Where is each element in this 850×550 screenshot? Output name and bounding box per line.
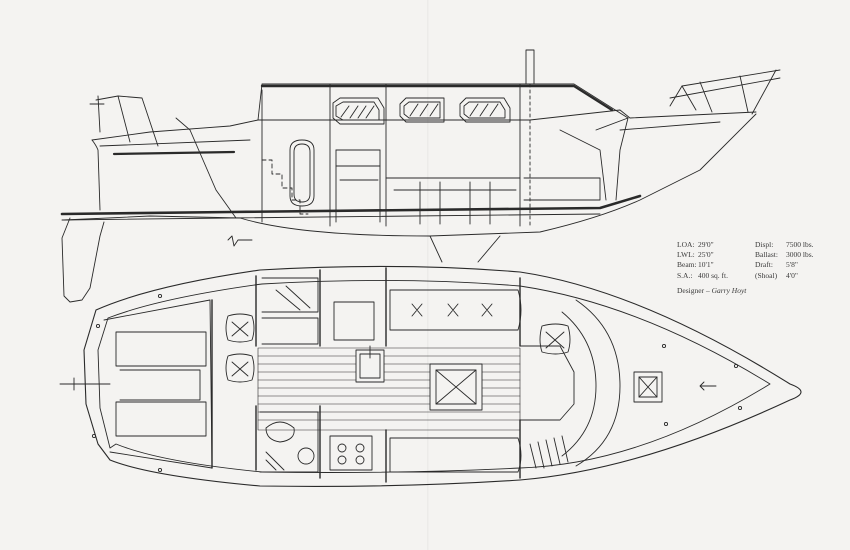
settee-berths	[389, 289, 522, 473]
spec-row-lwl: LWL: 25'0" Ballast: 3000 lbs.	[677, 250, 837, 260]
bow-pulpit	[669, 69, 781, 115]
stanchions	[91, 293, 163, 473]
hull-bottom	[63, 113, 757, 237]
rudder	[61, 217, 105, 303]
cove-stripe	[112, 150, 236, 156]
head-compartment	[259, 411, 319, 473]
spec-label: LWL:	[677, 250, 695, 260]
interior-profile	[175, 117, 629, 225]
hanging-locker	[529, 435, 569, 469]
designer-label: Designer –	[677, 285, 710, 295]
rub-rail	[99, 121, 721, 147]
keel	[429, 235, 501, 263]
spec-label: Ballast:	[755, 250, 778, 260]
bow-fittings	[661, 343, 743, 427]
hull-outline	[83, 265, 802, 487]
spec-value: 10'1"	[698, 260, 714, 270]
bulkheads	[211, 267, 521, 483]
cabin-sole	[257, 347, 521, 431]
spec-label: LOA:	[677, 240, 695, 249]
spec-value: 7500 lbs.	[786, 240, 814, 249]
pillow-cushions	[225, 313, 571, 383]
spec-value: 25'0"	[698, 250, 714, 260]
cockpit	[59, 331, 207, 437]
spec-value: 3000 lbs.	[786, 250, 814, 260]
boot-stripe-lower	[61, 213, 601, 221]
spec-row-loa: LOA: 29'0" Displ: 7500 lbs.	[677, 240, 837, 250]
companionway	[289, 139, 315, 207]
stern-pulpit	[89, 95, 159, 147]
page-fold	[427, 0, 429, 550]
spec-value: 5'8"	[786, 260, 798, 270]
cabin-portlights	[332, 97, 511, 125]
designer-credit: Designer – Garry Hoyt	[677, 286, 837, 296]
spec-label: Draft:	[755, 260, 773, 270]
profile-view	[60, 49, 781, 303]
spec-value: 29'0"	[698, 240, 714, 249]
companionway-ladder	[261, 159, 309, 215]
spec-row-beam: Beam: 10'1" Draft: 5'8"	[677, 260, 837, 270]
galley-sink	[355, 345, 385, 383]
boot-stripe	[60, 194, 642, 216]
cabin-trunk	[257, 49, 629, 229]
spec-value: 4'0"	[786, 270, 798, 280]
dinette-table	[429, 363, 483, 411]
stern-deck	[103, 299, 213, 469]
spec-value: 400 sq. ft.	[698, 270, 728, 280]
designer-name: Garry Hoyt	[711, 285, 747, 295]
spec-label: Beam:	[677, 260, 697, 270]
galley-stove	[329, 435, 373, 471]
spec-label: (Shoal)	[755, 270, 778, 280]
deck-edge	[91, 139, 101, 211]
icebox	[333, 301, 375, 341]
spec-label: S.A.:	[677, 270, 693, 280]
forward-hatch	[633, 371, 663, 403]
specifications-panel: LOA: 29'0" Displ: 7500 lbs. LWL: 25'0" B…	[677, 240, 837, 296]
sheer-line	[91, 109, 757, 141]
quarter-berth	[261, 277, 319, 345]
plan-view	[59, 265, 802, 487]
v-berth	[519, 299, 621, 467]
spec-row-sail-area: S.A.: 400 sq. ft. (Shoal) 4'0"	[677, 271, 837, 281]
waterline-mark	[227, 235, 253, 247]
spec-label: Displ:	[755, 240, 774, 249]
